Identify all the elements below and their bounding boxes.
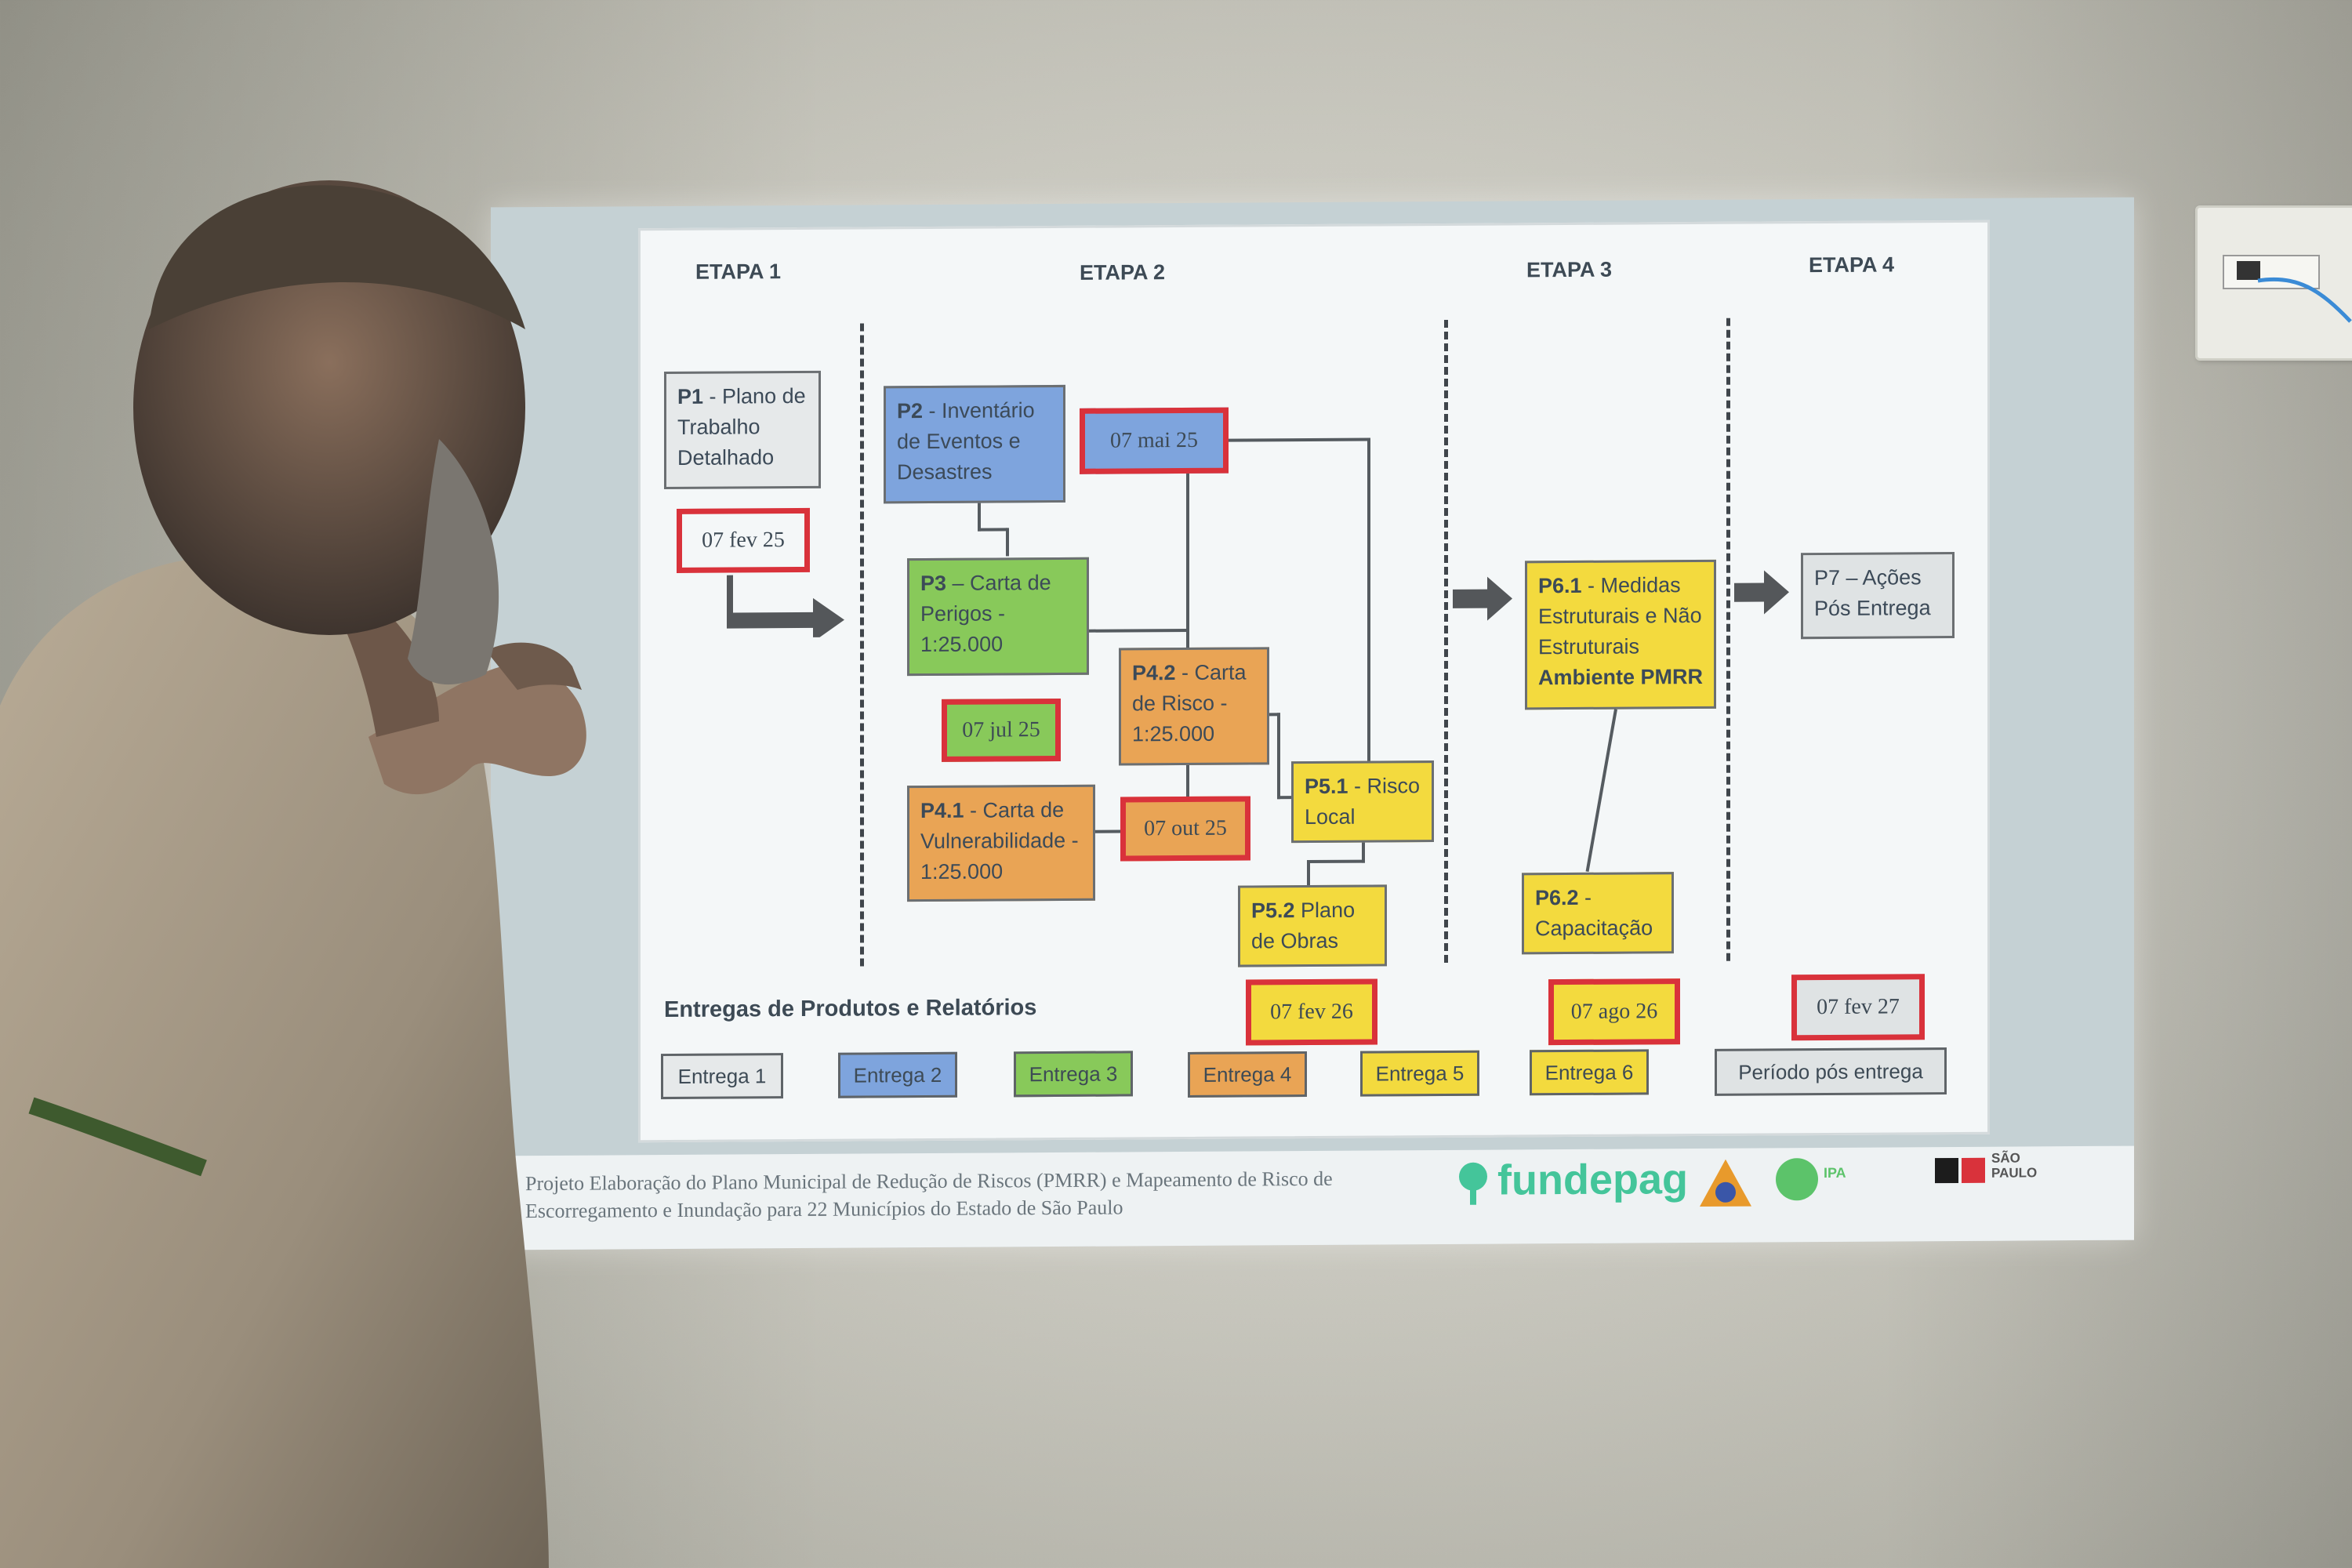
divider-1: [860, 323, 864, 967]
connector: [1277, 796, 1291, 800]
connector: [1095, 829, 1120, 833]
divider-3: [1726, 318, 1730, 961]
divider-2: [1444, 319, 1448, 963]
box-p5-1: P5.1 - Risco Local: [1291, 760, 1434, 844]
legend-entrega-2: Entrega 2: [838, 1051, 957, 1098]
network-cable-icon: [2257, 277, 2352, 323]
connector: [978, 528, 1007, 532]
box-p1: P1 - Plano de Trabalho Detalhado: [664, 370, 821, 490]
date-entrega-5: 07 fev 26: [1246, 978, 1377, 1046]
box-p4-2-code: P4.2: [1132, 661, 1176, 685]
box-p6-1: P6.1 - Medidas Estruturais e Não Estrutu…: [1525, 559, 1716, 710]
box-p2: P2 - Inventário de Eventos e Desastres: [884, 384, 1065, 504]
arrow-etapa4-icon: [1734, 570, 1789, 615]
box-p6-2-code: P6.2: [1535, 885, 1579, 910]
box-p7: P7 – Ações Pós Entrega: [1801, 551, 1955, 640]
defesa-civil-logo-icon: [1700, 1159, 1751, 1207]
ipa-logo-text: IPA: [1824, 1164, 1846, 1181]
ethernet-port-icon: [2237, 261, 2260, 280]
connector: [978, 503, 981, 532]
box-p5-2-code: P5.2: [1251, 898, 1295, 923]
connector: [1186, 764, 1189, 797]
connector: [1307, 859, 1365, 864]
fundepag-drop-icon: [1459, 1162, 1487, 1205]
date-entrega-1: 07 fev 25: [677, 507, 810, 573]
legend-title: Entregas de Produtos e Relatórios: [664, 995, 1037, 1023]
box-p4-1-code: P4.1: [920, 798, 964, 823]
connector: [1585, 709, 1617, 873]
etapa-1-heading: ETAPA 1: [695, 260, 782, 284]
box-p4-1: P4.1 - Carta de Vulnerabilidade - 1:25.0…: [907, 784, 1095, 902]
sp-logo-icon: [1935, 1157, 1985, 1184]
etapa-4-heading: ETAPA 4: [1809, 252, 1895, 278]
arrow-etapa1-icon: [727, 575, 844, 638]
sp-logo-text: SÃO PAULO: [1991, 1150, 2038, 1181]
date-entrega-3: 07 jul 25: [942, 698, 1061, 762]
etapa-2-heading: ETAPA 2: [1080, 260, 1166, 285]
fundepag-logo: fundepag: [1497, 1156, 1688, 1204]
slide-footer-text: Projeto Elaboração do Plano Municipal de…: [525, 1167, 1333, 1223]
date-entrega-7: 07 fev 27: [1791, 974, 1925, 1041]
connector: [1229, 437, 1370, 442]
slide-content: ETAPA 1 ETAPA 2 ETAPA 3 ETAPA 4 P1 - Pla…: [638, 220, 1990, 1143]
date-entrega-2: 07 mai 25: [1080, 407, 1229, 474]
legend-entrega-5: Entrega 5: [1360, 1050, 1479, 1097]
connector: [1089, 628, 1189, 633]
box-p2-code: P2: [897, 399, 924, 423]
connector: [1006, 528, 1009, 557]
legend-periodo-pos-entrega: Período pós entrega: [1715, 1047, 1947, 1096]
projected-slide: ETAPA 1 ETAPA 2 ETAPA 3 ETAPA 4 P1 - Pla…: [491, 197, 2134, 1250]
ipa-logo-icon: [1776, 1158, 1818, 1201]
box-p5-1-code: P5.1: [1305, 774, 1348, 799]
connector: [1367, 437, 1370, 761]
etapa-3-heading: ETAPA 3: [1526, 257, 1613, 282]
legend-entrega-3: Entrega 3: [1014, 1051, 1133, 1098]
box-p4-2: P4.2 - Carta de Risco - 1:25.000: [1119, 647, 1269, 766]
date-entrega-6: 07 ago 26: [1548, 978, 1680, 1046]
wall-outlet: [2195, 205, 2352, 361]
box-p1-code: P1: [677, 384, 704, 408]
box-p6-1-bold: Ambiente PMRR: [1538, 665, 1704, 690]
legend-entrega-4: Entrega 4: [1188, 1051, 1307, 1098]
connector: [1307, 860, 1310, 886]
legend-entrega-6: Entrega 6: [1530, 1049, 1649, 1096]
connector: [1186, 473, 1189, 648]
box-p5-2: P5.2 Plano de Obras: [1238, 884, 1387, 967]
box-p3-code: P3: [920, 571, 947, 596]
box-p6-1-code: P6.1: [1538, 573, 1582, 598]
date-entrega-4: 07 out 25: [1120, 796, 1250, 862]
box-p3: P3 – Carta de Perigos - 1:25.000: [907, 557, 1089, 677]
arrow-etapa3-icon: [1453, 576, 1512, 621]
legend-entrega-1: Entrega 1: [661, 1053, 783, 1100]
box-p6-2: P6.2 - Capacitação: [1522, 872, 1674, 955]
connector: [1277, 713, 1280, 800]
